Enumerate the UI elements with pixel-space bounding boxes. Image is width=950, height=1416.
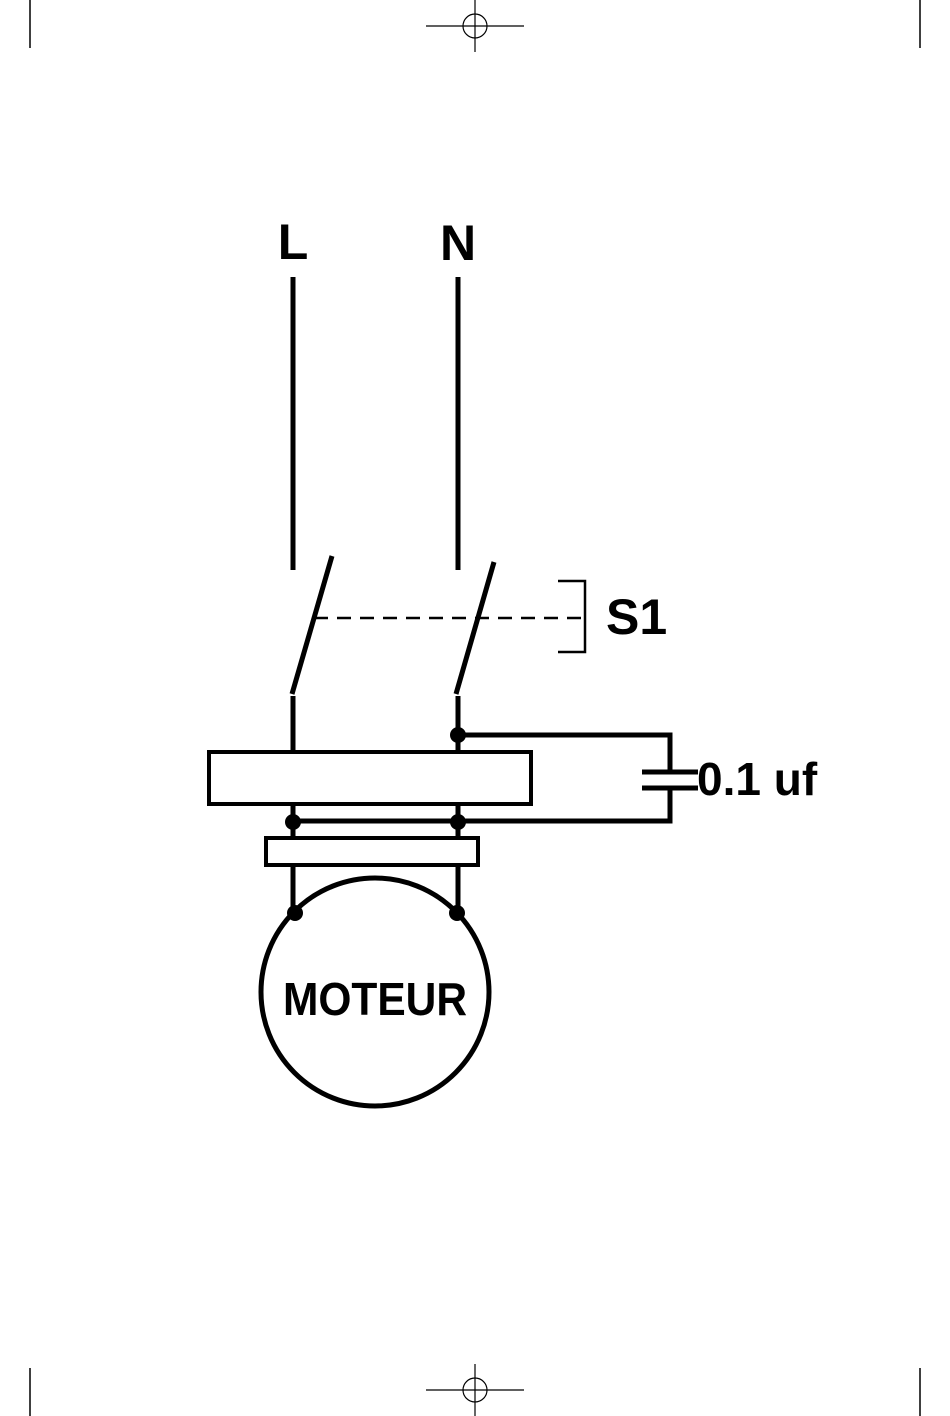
switch-blade-line xyxy=(292,556,332,694)
terminal-block-small xyxy=(266,838,478,865)
switch-label: S1 xyxy=(606,589,667,645)
registration-mark-bottom xyxy=(426,1364,524,1416)
junction-dot xyxy=(287,905,303,921)
junction-dot xyxy=(285,814,301,830)
registration-mark-top xyxy=(426,0,524,52)
switch-blade-neutral xyxy=(456,562,494,694)
crop-marks xyxy=(30,0,920,1416)
line-label: L xyxy=(278,214,309,270)
junction-dot xyxy=(449,905,465,921)
junction-dot xyxy=(450,814,466,830)
capacitor-symbol xyxy=(642,772,698,788)
motor-label: MOTEUR xyxy=(283,973,467,1025)
neutral-label: N xyxy=(440,215,476,271)
junction-dot xyxy=(450,727,466,743)
switch-bracket xyxy=(558,581,585,652)
capacitor-label: 0.1 uf xyxy=(697,753,818,805)
terminal-block-large xyxy=(209,752,531,804)
